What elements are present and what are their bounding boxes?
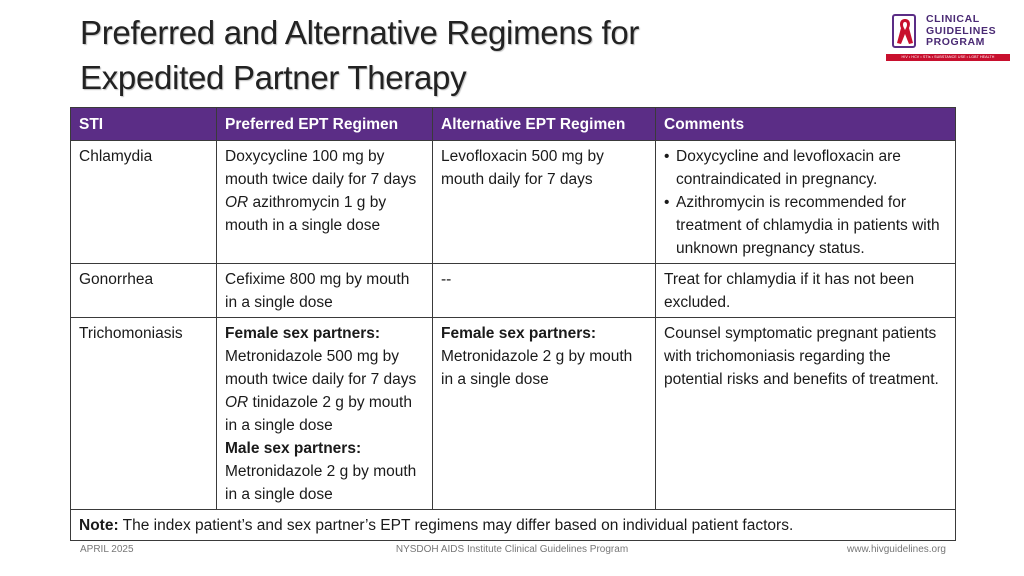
cell-preferred: Doxycycline 100 mg by mouth twice daily … xyxy=(216,140,433,264)
header-alternative-regimen: Alternative EPT Regimen xyxy=(432,107,656,141)
cell-alternative: Levofloxacin 500 mg by mouth daily for 7… xyxy=(432,140,656,264)
logo-wordmark: CLINICAL GUIDELINES PROGRAM xyxy=(926,13,997,48)
cell-sti: Trichomoniasis xyxy=(70,317,217,510)
table-note-row: Note: The index patient’s and sex partne… xyxy=(70,509,956,541)
table-header-row: STI Preferred EPT Regimen Alternative EP… xyxy=(70,107,956,141)
header-sti: STI xyxy=(70,107,217,141)
page-title: Preferred and Alternative Regimens for E… xyxy=(80,10,840,100)
footer-url[interactable]: www.hivguidelines.org xyxy=(847,544,946,555)
clinical-guidelines-program-logo[interactable]: CLINICAL GUIDELINES PROGRAM HIV • HCV • … xyxy=(886,12,1010,64)
title-line-2: Expedited Partner Therapy xyxy=(80,59,467,96)
cell-alternative: -- xyxy=(432,263,656,318)
cell-sti: Gonorrhea xyxy=(70,263,217,318)
title-line-1: Preferred and Alternative Regimens for xyxy=(80,14,640,51)
table-row-chlamydia: Chlamydia Doxycycline 100 mg by mouth tw… xyxy=(70,140,956,264)
logo-tagline: HIV • HCV • STIs • SUBSTANCE USE • LGBT … xyxy=(886,54,1010,61)
cell-preferred: Female sex partners:Metronidazole 500 mg… xyxy=(216,317,433,510)
footer-program: NYSDOH AIDS Institute Clinical Guideline… xyxy=(395,544,629,555)
comment-bullet: Azithromycin is recommended for treatmen… xyxy=(664,191,947,260)
note-label: Note: xyxy=(79,517,119,534)
cell-comments: Counsel symptomatic pregnant patients wi… xyxy=(655,317,956,510)
cell-sti: Chlamydia xyxy=(70,140,217,264)
cell-preferred: Cefixime 800 mg by mouth in a single dos… xyxy=(216,263,433,318)
ept-regimens-table: STI Preferred EPT Regimen Alternative EP… xyxy=(70,107,956,541)
note-cell: Note: The index patient’s and sex partne… xyxy=(70,509,956,541)
header-comments: Comments xyxy=(655,107,956,141)
table-row-trichomoniasis: Trichomoniasis Female sex partners:Metro… xyxy=(70,317,956,510)
cell-alternative: Female sex partners:Metronidazole 2 g by… xyxy=(432,317,656,510)
red-ribbon-icon xyxy=(897,19,913,44)
cell-comments: Treat for chlamydia if it has not been e… xyxy=(655,263,956,318)
cell-comments: Doxycycline and levofloxacin are contrai… xyxy=(655,140,956,264)
header-preferred-regimen: Preferred EPT Regimen xyxy=(216,107,433,141)
footer-date: APRIL 2025 xyxy=(80,544,134,555)
comment-bullet: Doxycycline and levofloxacin are contrai… xyxy=(664,145,947,191)
note-text: The index patient’s and sex partner’s EP… xyxy=(118,517,794,534)
table-row-gonorrhea: Gonorrhea Cefixime 800 mg by mouth in a … xyxy=(70,263,956,318)
